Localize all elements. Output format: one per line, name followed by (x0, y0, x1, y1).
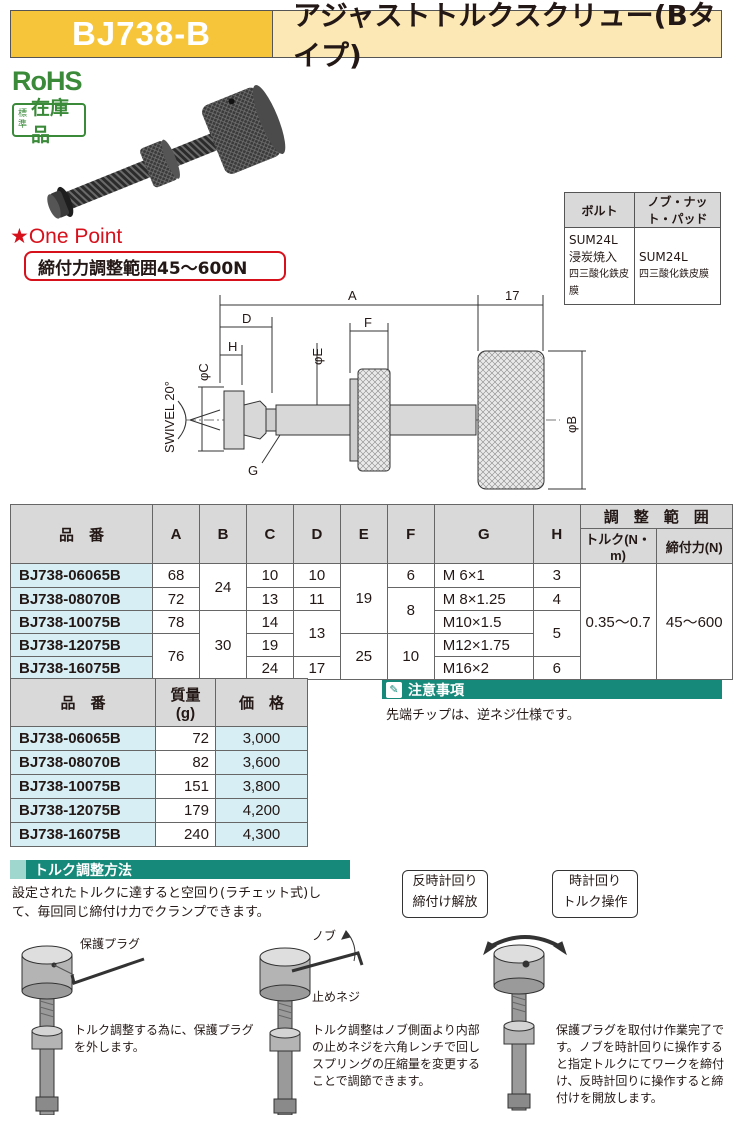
dim-a: A (348, 288, 357, 303)
spec-torque-value: 0.35〜0.7 (579, 563, 657, 680)
spec-table: 品 番 A B C D E F G H 調 整 範 囲 トルク(N・m) 締付力… (9, 504, 733, 680)
dim-17: 17 (505, 288, 519, 303)
price-header-pn: 品 番 (10, 678, 156, 727)
table-row: BJ738-16075B 240 4,300 (10, 822, 308, 847)
spec-force-value: 45〜600 (655, 563, 733, 680)
product-photo (47, 85, 286, 219)
table-row: BJ738-10075B 78 30 14 13 M10×1.5 5 (9, 610, 733, 680)
figure-adjust-screw (259, 930, 364, 1115)
callout-cw: 時計回り トルク操作 (552, 870, 638, 918)
spec-header-f: F (386, 504, 435, 564)
spec-header-e: E (339, 504, 388, 564)
table-row: BJ738-06065B 68 24 10 10 19 6 M 6×1 3 0.… (9, 563, 733, 680)
table-row: BJ738-16075B 24 17 M16×2 6 (9, 656, 733, 680)
spec-header-d: D (292, 504, 341, 564)
note-fig3: 保護プラグを取付け作業完了です。ノブを時計回りに操作すると指定トルクにてワークを… (556, 1023, 725, 1105)
label-set-screw: 止めネジ (312, 990, 361, 1004)
product-title: アジャストトルクスクリュー(Bタイプ) (273, 0, 721, 72)
table-row: BJ738-08070B 82 3,600 (10, 750, 308, 775)
dimension-drawing: A 17 D F H G φC φE φB SWIVEL 20° (162, 288, 586, 490)
rohs-badge: RoHS (12, 66, 82, 96)
spec-header-g: G (433, 504, 534, 564)
torque-title: トルク調整方法 (34, 862, 132, 879)
one-point: ★One Point 締付力調整範囲45〜600N (10, 224, 286, 281)
table-row: BJ738-10075B 151 3,800 (10, 774, 308, 799)
label-protect-plug: 保護プラグ (80, 937, 141, 951)
stock-badge-big: 在庫品 (31, 97, 70, 146)
spec-header-torque: トルク(N・m) (579, 528, 657, 564)
one-point-head: ★One Point (10, 225, 123, 248)
wrench-icon: ✎ (386, 681, 402, 698)
stock-badge-small: 標準 (18, 109, 28, 130)
figure-operate-knob (483, 935, 567, 1111)
spec-header-pn: 品 番 (9, 504, 154, 564)
material-knob: SUM24L 四三酸化鉄皮膜 (634, 227, 721, 305)
caution-section: ✎ 注意事項 先端チップは、逆ネジ仕様です。 (382, 680, 722, 723)
material-table: ボルト ノブ・ナット・パッド SUM24L 浸炭焼入 四三酸化鉄皮膜 SUM24… (564, 192, 721, 305)
dim-phi-c: φC (196, 363, 211, 381)
dim-f: F (364, 315, 372, 330)
stock-badge: 標準 在庫品 (12, 97, 86, 146)
note-fig2: トルク調整はノブ側面より内部の止めネジを六角レンチで回しスプリングの圧縮量を変更… (312, 1023, 481, 1088)
table-row: BJ738-12075B 76 19 25 10 M12×1.75 (9, 633, 733, 680)
spec-header-a: A (152, 504, 201, 564)
torque-section-bar: トルク調整方法 (10, 860, 350, 879)
figure-remove-plug (21, 945, 145, 1115)
label-knob: ノブ (312, 929, 337, 943)
torque-description: 設定されたトルクに達すると空回り(ラチェット式)して、毎回同じ締付け力でクランプ… (12, 886, 322, 920)
caution-text: 先端チップは、逆ネジ仕様です。 (386, 708, 580, 723)
spec-header-b: B (199, 504, 247, 564)
caution-title: 注意事項 (408, 682, 464, 699)
material-header-bolt: ボルト (564, 192, 635, 228)
swivel-label: SWIVEL 20° (162, 381, 177, 453)
spec-header-force: 締付力(N) (655, 528, 733, 564)
price-table: 品 番 質量 (g) 価 格 BJ738-06065B 72 3,000 BJ7… (10, 678, 308, 847)
spec-header-h: H (532, 504, 581, 564)
note-fig1: トルク調整する為に、保護プラグを外します。 (74, 1023, 254, 1054)
price-header-mass: 質量 (g) (155, 678, 216, 727)
page-header: BJ738-B アジャストトルクスクリュー(Bタイプ) (10, 0, 722, 72)
price-header-price: 価 格 (215, 678, 308, 727)
product-code: BJ738-B (11, 11, 273, 57)
dim-phi-b: φB (564, 416, 579, 433)
spec-header-range: 調 整 範 囲 (579, 504, 733, 529)
spec-header-c: C (245, 504, 294, 564)
table-row: BJ738-12075B 179 4,200 (10, 798, 308, 823)
table-row: BJ738-06065B 72 3,000 (10, 726, 308, 751)
dim-g: G (248, 463, 258, 478)
material-header-knob: ノブ・ナット・パッド (634, 192, 721, 228)
one-point-text: 締付力調整範囲45〜600N (24, 251, 286, 281)
table-row: BJ738-08070B 72 13 11 8 M 8×1.25 4 (9, 587, 733, 634)
callout-ccw: 反時計回り 締付け解放 (402, 870, 488, 918)
dim-h: H (228, 339, 237, 354)
dim-d: D (242, 311, 251, 326)
dim-phi-e: φE (310, 348, 325, 365)
